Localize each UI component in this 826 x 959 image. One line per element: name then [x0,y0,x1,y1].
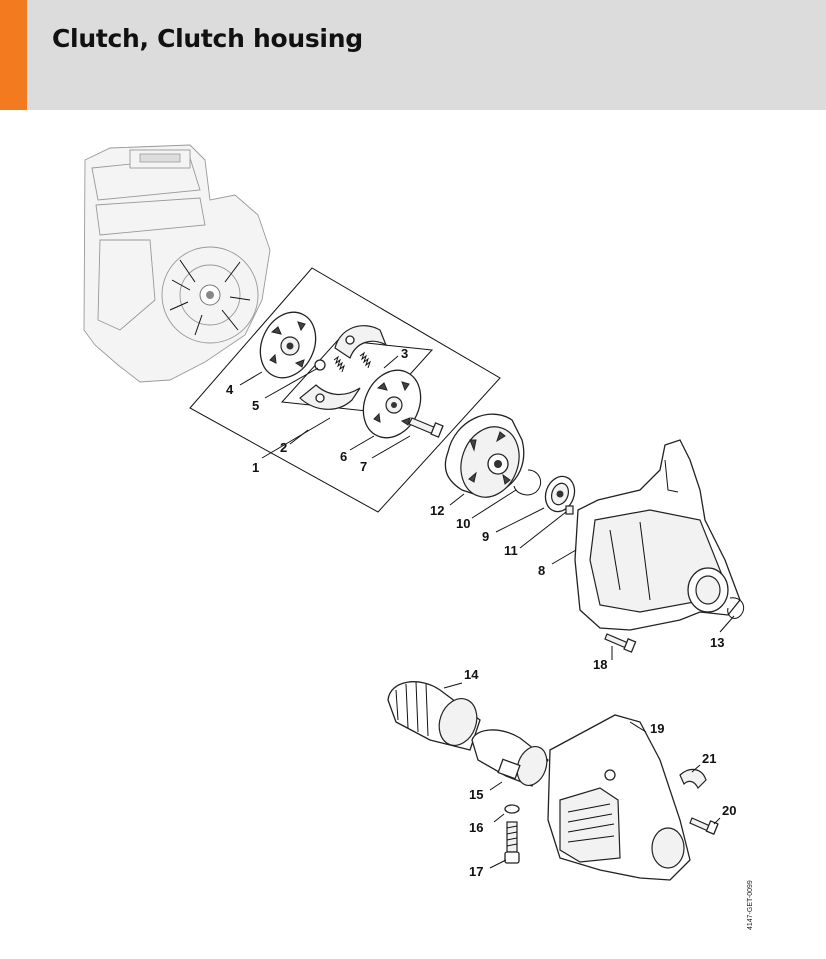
callout-21: 21 [702,751,716,766]
part-8-clutch-housing [574,439,741,631]
clutch-assembly-frame [189,267,501,513]
part-7-screw [408,417,444,438]
callout-16: 16 [469,820,483,835]
callout-10: 10 [456,516,470,531]
part-10-circlip [513,469,542,496]
callout-7: 7 [360,459,367,474]
callout-19: 19 [650,721,664,736]
callout-labels: 1 2 3 4 5 6 7 8 9 10 11 12 13 14 15 16 1… [226,346,736,879]
callout-13: 13 [710,635,724,650]
part-13-retaining-ring [727,597,745,619]
callout-12: 12 [430,503,444,518]
part-12-clutch-drum [444,413,525,498]
part-17-screw [504,821,520,864]
callout-2: 2 [280,440,287,455]
callout-6: 6 [340,449,347,464]
part-3-springs [333,351,371,373]
callout-4: 4 [226,382,234,397]
callout-5: 5 [252,398,259,413]
part-4-carrier-plate [259,311,317,379]
part-16-washer [504,804,520,814]
callout-15: 15 [469,787,483,802]
drawing-reference: 4147-GET-0099 [747,880,754,930]
callout-20: 20 [722,803,736,818]
callout-14: 14 [464,667,479,682]
part-2-clutch-shoes [299,325,388,410]
header-accent-bar [0,0,27,110]
callout-9: 9 [482,529,489,544]
part-21-clamp [679,768,707,790]
part-15-tube-sleeve [471,729,549,787]
part-11-sleeve [565,505,574,515]
part-18-screw [604,633,637,653]
part-19-cover [547,714,691,881]
part-6-cover-plate [362,369,422,439]
part-9-bearing [544,475,576,513]
part-20-screw [689,817,719,835]
leader-lines [239,355,735,869]
callout-8: 8 [538,563,545,578]
callout-18: 18 [593,657,607,672]
callout-17: 17 [469,864,483,879]
callout-11: 11 [504,543,518,558]
callout-1: 1 [252,460,259,475]
page-header [0,0,826,110]
callout-3: 3 [401,346,408,361]
part-5-washer [314,359,326,371]
part-14-drive-tube [387,681,481,751]
page-title: Clutch, Clutch housing [52,24,363,53]
engine-block-illustration [83,144,271,383]
